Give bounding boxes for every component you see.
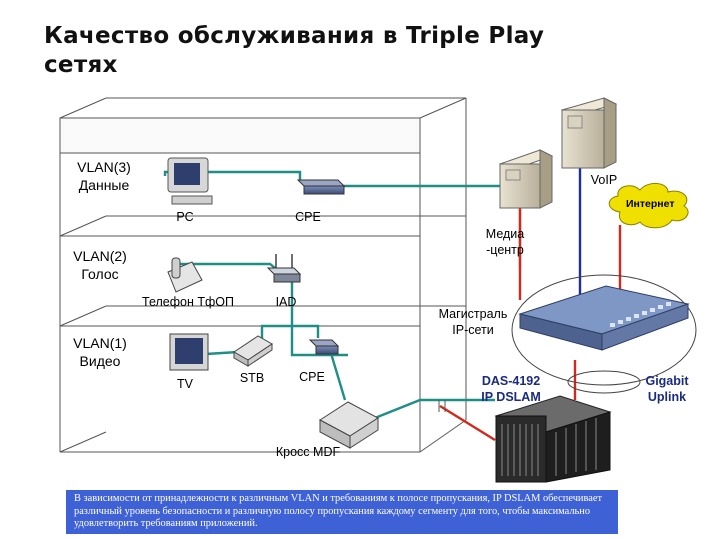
- internet-label: Интернет: [626, 198, 675, 210]
- vlan-data-label: VLAN(3) Данные: [64, 158, 144, 194]
- mdf-label: Кросс MDF: [275, 445, 341, 459]
- media-server-icon: [560, 97, 618, 169]
- link-iad-mdf: [290, 272, 348, 357]
- dslam-rack-icon: [494, 395, 612, 483]
- backbone-label-line1: Магистраль: [438, 307, 508, 321]
- vlan-voice-line2: Голос: [81, 266, 119, 282]
- voip-label: VoIP: [590, 173, 618, 187]
- vlan-data-line2: Данные: [78, 177, 130, 193]
- dslam-label-line2: IP DSLAM: [481, 390, 541, 404]
- stb-icon: [233, 335, 273, 367]
- vlan-video-line2: Видео: [79, 353, 121, 369]
- iad-label: IAD: [275, 295, 297, 309]
- voip-server-icon: [498, 149, 554, 209]
- backbone-label-line2: IP-сети: [452, 323, 494, 337]
- uplink-label-line2: Uplink: [647, 390, 687, 404]
- link-cpe-mdf: [328, 349, 347, 401]
- vlan-voice-line1: VLAN(2): [73, 248, 127, 264]
- mdf-cross-icon: [319, 401, 379, 449]
- backbone-label: Магистраль IP-сети: [428, 306, 518, 338]
- tv-label: TV: [177, 377, 193, 391]
- media-label-line2: -центр: [486, 243, 524, 257]
- link-pc-cpe: [163, 170, 302, 182]
- uplink-ellipses: [511, 274, 697, 394]
- uplink-label-line1: Gigabit: [645, 374, 689, 388]
- vlan-voice-label: VLAN(2) Голос: [60, 247, 140, 283]
- page-title-line1: Качество обслуживания в Triple Play: [44, 23, 545, 49]
- backbone-switch-icon: [518, 285, 690, 351]
- link-stb-cpe: [260, 324, 320, 342]
- cpe-bottom-label: CPE: [299, 370, 325, 384]
- page-title: Качество обслуживания в Triple Play сетя…: [44, 22, 544, 80]
- uplink-label: Gigabit Uplink: [636, 373, 698, 405]
- link-mdf-dslam: [439, 404, 496, 442]
- pc-icon: [167, 157, 213, 205]
- media-label: Медиа -центр: [472, 226, 538, 258]
- vlan-video-label: VLAN(1) Видео: [60, 334, 140, 370]
- link-mdf-dslam-teal: [369, 398, 495, 422]
- vlan-data-line1: VLAN(3): [77, 159, 131, 175]
- footer-note: В зависимости от принадлежности к различ…: [66, 490, 618, 534]
- stb-label: STB: [239, 371, 265, 385]
- iad-icon: [266, 254, 302, 283]
- media-label-line1: Медиа: [485, 227, 525, 241]
- internet-cloud-icon: [608, 183, 689, 229]
- cpe-top-icon: [296, 179, 346, 195]
- floor-planes: [59, 97, 467, 453]
- pc-label: PC: [176, 210, 194, 224]
- tv-icon: [169, 333, 209, 371]
- cpe-top-label: CPE: [295, 210, 321, 224]
- phone-icon: [167, 257, 203, 293]
- dslam-label-line1: DAS-4192: [481, 374, 541, 388]
- cpe-bottom-icon: [308, 339, 340, 355]
- dslam-label: DAS-4192 IP DSLAM: [468, 373, 554, 405]
- phone-label: Телефон ТфОП: [142, 295, 234, 309]
- page-title-line2: сетях: [44, 52, 118, 78]
- vlan-video-line1: VLAN(1): [73, 335, 127, 351]
